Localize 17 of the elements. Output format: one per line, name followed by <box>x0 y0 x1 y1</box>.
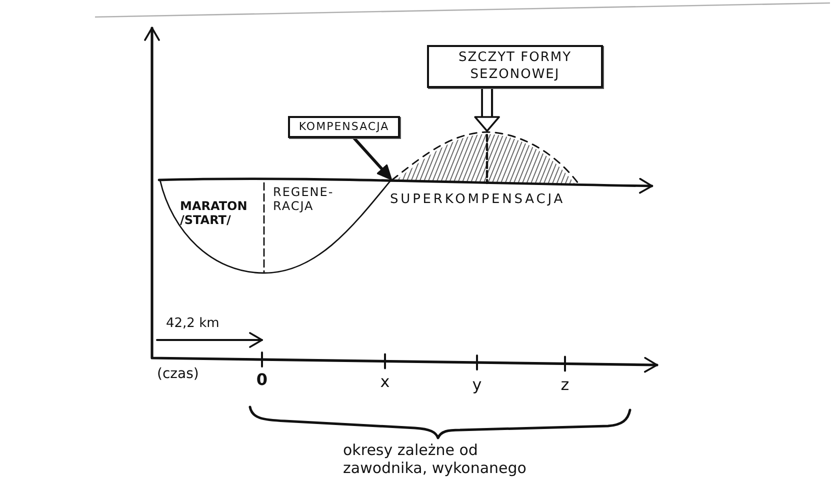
callout-text: KOMPENSACJA <box>298 120 390 134</box>
tick-label: x <box>379 372 391 392</box>
callout-text: SZCZYT FORMY SEZONOWEJ <box>457 50 573 83</box>
callout-box <box>288 116 400 138</box>
note-text: okresy zależne od zawodnika, wykonanego <box>343 441 528 477</box>
block-arrow <box>474 88 500 132</box>
tick-label: z <box>560 375 570 394</box>
tick-label: y <box>471 375 483 394</box>
dashed-curve <box>391 131 579 184</box>
dimension-label: 42,2 km <box>166 316 220 332</box>
phase-label: REGENE- RACJA <box>273 185 335 214</box>
phase-label: MARATON /START/ <box>180 199 248 228</box>
arrow <box>352 137 392 180</box>
tick-label: 0 <box>255 370 269 390</box>
callout-box <box>427 45 603 88</box>
phase-label: SUPERKOMPENSACJA <box>390 192 566 208</box>
axis-label: (czas) <box>157 366 200 383</box>
